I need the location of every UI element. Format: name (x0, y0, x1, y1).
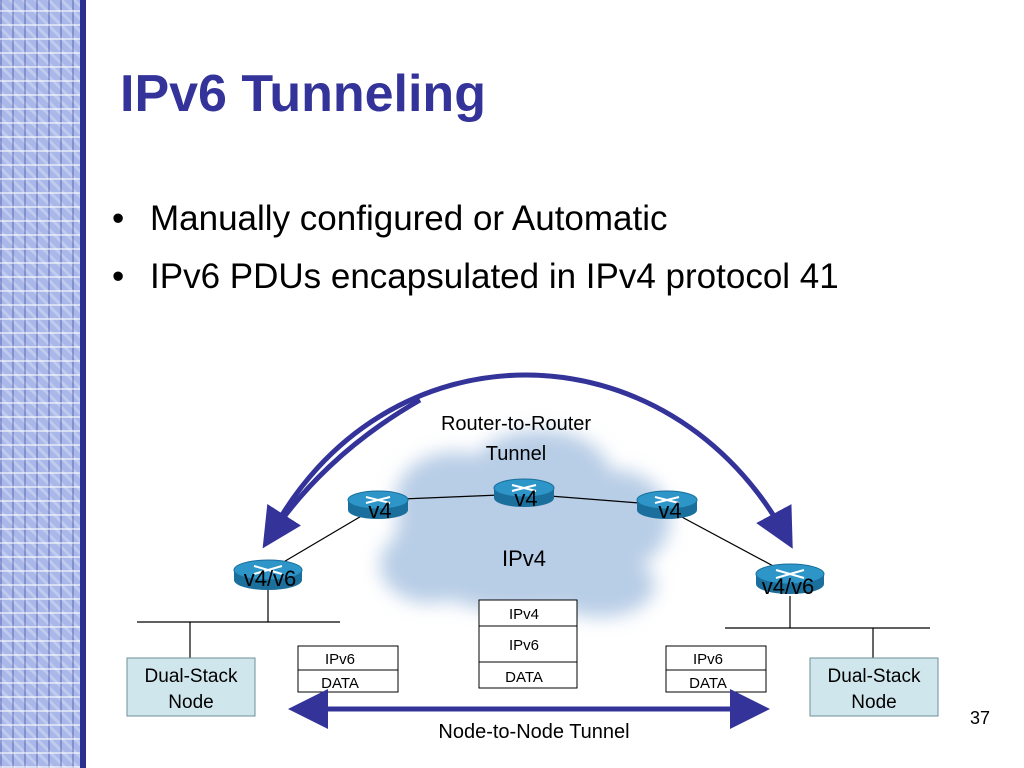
router-tunnel-label: Tunnel (486, 443, 546, 465)
bullet-icon: • (112, 257, 125, 296)
packet-field: IPv6 (509, 637, 539, 654)
decorative-side-band (0, 0, 80, 768)
router-tunnel-arrow (265, 372, 793, 549)
router-icon (755, 563, 825, 594)
dual-stack-node-left (126, 657, 256, 717)
packet-field: DATA (321, 675, 359, 692)
cloud-label: IPv4 (502, 546, 546, 571)
bullet-item: • IPv6 PDUs encapsulated in IPv4 protocol… (112, 248, 839, 306)
node-label: Node (168, 692, 213, 713)
dual-stack-node-right (809, 657, 939, 717)
node-label: Dual-Stack (145, 666, 238, 687)
slide-title: IPv6 Tunneling (120, 65, 486, 123)
bullet-list: • Manually configured or Automatic • IPv6 … (112, 190, 839, 306)
bullet-item: • Manually configured or Automatic (112, 190, 839, 248)
router-label: v4/v6 (762, 574, 815, 599)
packet-left (297, 645, 399, 693)
router-label: v4 (658, 498, 681, 523)
router-tunnel-label: Router-to-Router (441, 413, 591, 435)
router-icon (347, 490, 409, 519)
router-label: v4 (368, 498, 391, 523)
packet-field: IPv6 (325, 651, 355, 668)
bullet-text: Manually configured or Automatic (150, 199, 668, 238)
decorative-side-line (80, 0, 86, 768)
router-label: v4/v6 (244, 566, 297, 591)
page-number: 37 (970, 708, 991, 728)
bullet-icon: • (112, 199, 125, 238)
router-icon (636, 490, 698, 519)
router-icon (233, 559, 303, 590)
packet-field: DATA (505, 669, 543, 686)
router-label: v4 (514, 486, 537, 511)
node-label: Node (851, 692, 896, 713)
router-icon (493, 478, 555, 507)
bullet-text: IPv6 PDUs encapsulated in IPv4 protocol … (150, 257, 839, 296)
node-label: Dual-Stack (828, 666, 921, 687)
node-tunnel-label: Node-to-Node Tunnel (438, 721, 629, 743)
packet-field: IPv4 (509, 606, 539, 623)
packet-field: IPv6 (693, 651, 723, 668)
packet-right (665, 645, 767, 693)
packet-field: DATA (689, 675, 727, 692)
packet-center (478, 599, 578, 689)
router-tunnel-arrowhead-left (262, 397, 422, 549)
